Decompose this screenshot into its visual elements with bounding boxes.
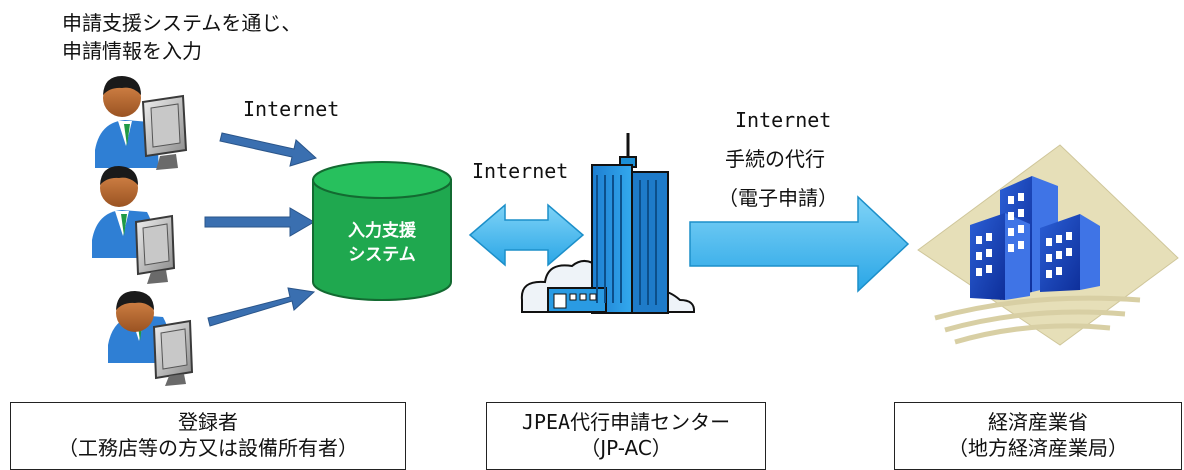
- label-internet-users: Internet: [243, 97, 340, 121]
- database-icon: [312, 161, 452, 301]
- label-e-application: （電子申請）: [718, 186, 838, 210]
- center-subtitle: （JP-AC）: [580, 436, 672, 460]
- center-box: JPEA代行申請センター （JP-AC）: [486, 402, 766, 470]
- registrant-title: 登録者: [178, 410, 238, 434]
- office-building-icon: [520, 133, 696, 314]
- arrow-user2-to-system: [204, 207, 315, 237]
- bidirectional-arrow: [468, 203, 585, 267]
- label-internet-center: Internet: [472, 159, 569, 183]
- government-building-icon: [917, 144, 1179, 346]
- arrow-user3-to-system: [207, 287, 316, 327]
- registrant-box: 登録者 （工務店等の方又は設備所有者）: [10, 402, 406, 470]
- arrow-user1-to-system: [219, 132, 317, 167]
- meti-title: 経済産業省: [988, 410, 1088, 434]
- meti-box: 経済産業省 （地方経済産業局）: [894, 402, 1182, 470]
- registrant-subtitle: （工務店等の方又は設備所有者）: [58, 436, 358, 460]
- intro-line-2: 申請情報を入力: [62, 39, 202, 63]
- label-proxy-procedure: 手続の代行: [725, 147, 825, 171]
- user-at-computer-icon: [92, 166, 176, 284]
- system-label-line-1: 入力支援: [348, 221, 416, 241]
- center-title: JPEA代行申請センター: [521, 410, 731, 434]
- system-label: 入力支援 システム: [307, 219, 457, 267]
- user-at-computer-icon: [95, 76, 188, 170]
- label-internet-meti: Internet: [735, 108, 832, 132]
- meti-subtitle: （地方経済産業局）: [948, 436, 1128, 460]
- system-label-line-2: システム: [348, 245, 416, 265]
- user-at-computer-icon: [108, 291, 194, 386]
- intro-line-1: 申請支援システムを通じ、: [62, 11, 302, 35]
- arrow-to-meti: [689, 195, 910, 293]
